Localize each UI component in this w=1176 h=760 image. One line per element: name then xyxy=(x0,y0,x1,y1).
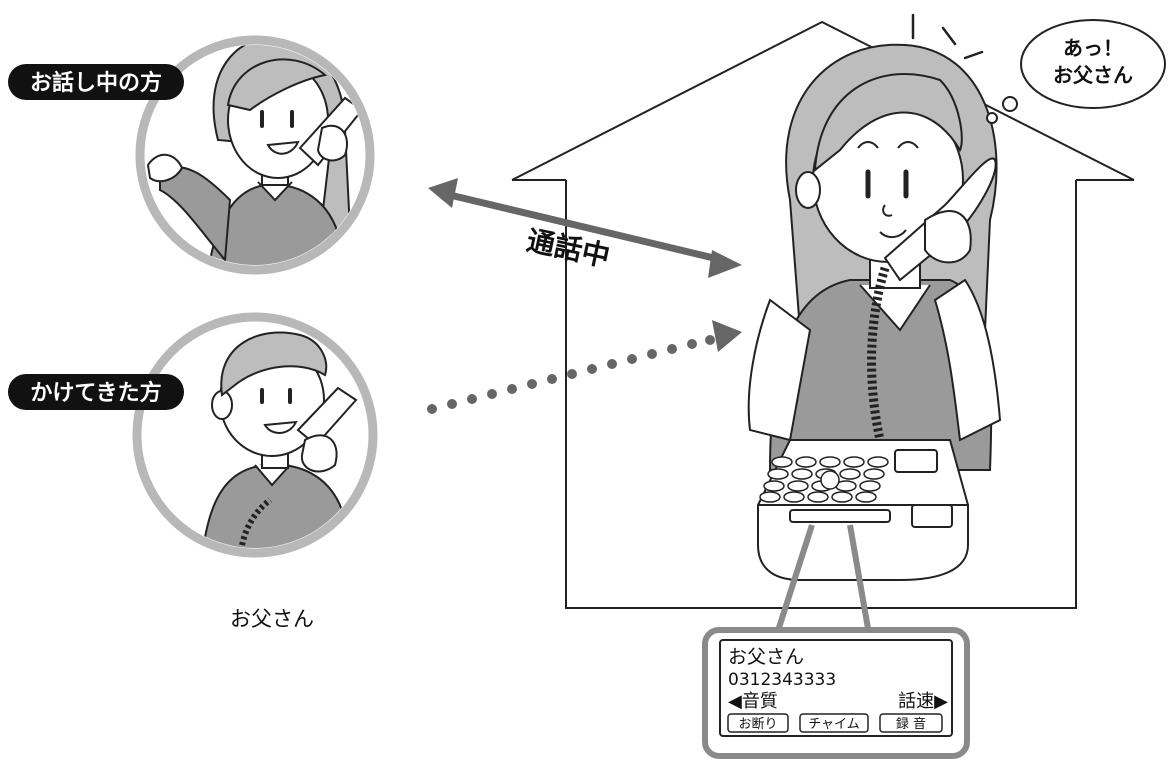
display-right-function: 話速▶ xyxy=(898,691,948,712)
surprise-lines xyxy=(911,13,984,60)
thought-line-1: あっ！ xyxy=(1063,36,1123,60)
keypad xyxy=(759,456,889,503)
thought-line-2: お父さん xyxy=(1053,63,1133,87)
active-call-arrow xyxy=(428,178,742,278)
house-outline xyxy=(511,20,1135,609)
display-callout-connector xyxy=(772,524,873,641)
softkey-1[interactable]: お断り xyxy=(727,713,789,733)
softkey-2-label: チャイム xyxy=(808,717,860,732)
receiving-person xyxy=(747,43,1002,471)
softkey-3-label: 録 音 xyxy=(896,716,926,732)
current-caller-tag-text: お話し中の方 xyxy=(30,70,162,96)
incoming-caller-portrait xyxy=(132,312,378,558)
softkey-1-label: お断り xyxy=(738,717,777,732)
current-caller-portrait xyxy=(135,35,375,275)
incoming-caller-name: お父さん xyxy=(230,607,314,631)
current-caller-tag: お話し中の方 xyxy=(8,64,184,100)
display-caller-number: 0312343333 xyxy=(728,670,836,690)
softkey-3[interactable]: 録 音 xyxy=(879,713,943,733)
phone-display-callout: お父さん 0312343333 ◀音質 話速▶ お断り チャイム 録 音 xyxy=(702,627,970,759)
thought-bubble: あっ！ お父さん xyxy=(986,19,1166,124)
telephone-base xyxy=(757,439,969,581)
incoming-caller-tag-text: かけてきた方 xyxy=(30,380,161,406)
display-left-function: ◀音質 xyxy=(728,691,778,712)
incoming-caller-tag: かけてきた方 xyxy=(8,374,184,410)
display-caller-name: お父さん xyxy=(728,646,804,668)
waiting-call-arrow xyxy=(427,320,742,414)
softkey-2[interactable]: チャイム xyxy=(799,713,869,733)
